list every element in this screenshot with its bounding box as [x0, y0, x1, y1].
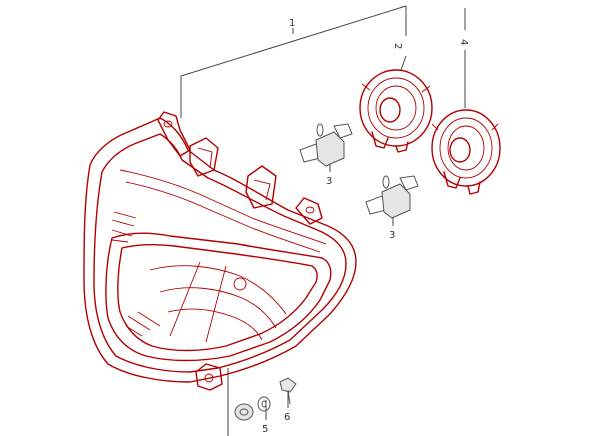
bulb-cover-right	[431, 109, 501, 195]
callout-labels: 1 2 4 3 3 5 6	[262, 18, 469, 435]
callout-4: 4	[458, 39, 469, 45]
bulb-lower	[365, 175, 419, 219]
callout-3-lower: 3	[389, 230, 395, 241]
bolt	[279, 377, 297, 405]
callout-5: 5	[262, 424, 268, 435]
leader-lines	[180, 5, 466, 436]
washer	[257, 396, 271, 412]
bulb-upper	[299, 123, 353, 167]
callout-1: 1	[289, 18, 295, 29]
grommet	[234, 403, 254, 421]
headlight-assembly	[83, 111, 357, 391]
callout-6: 6	[284, 412, 290, 423]
bulb-cover-left	[359, 69, 433, 153]
callout-3-upper: 3	[326, 176, 332, 187]
callout-2: 2	[392, 43, 403, 49]
